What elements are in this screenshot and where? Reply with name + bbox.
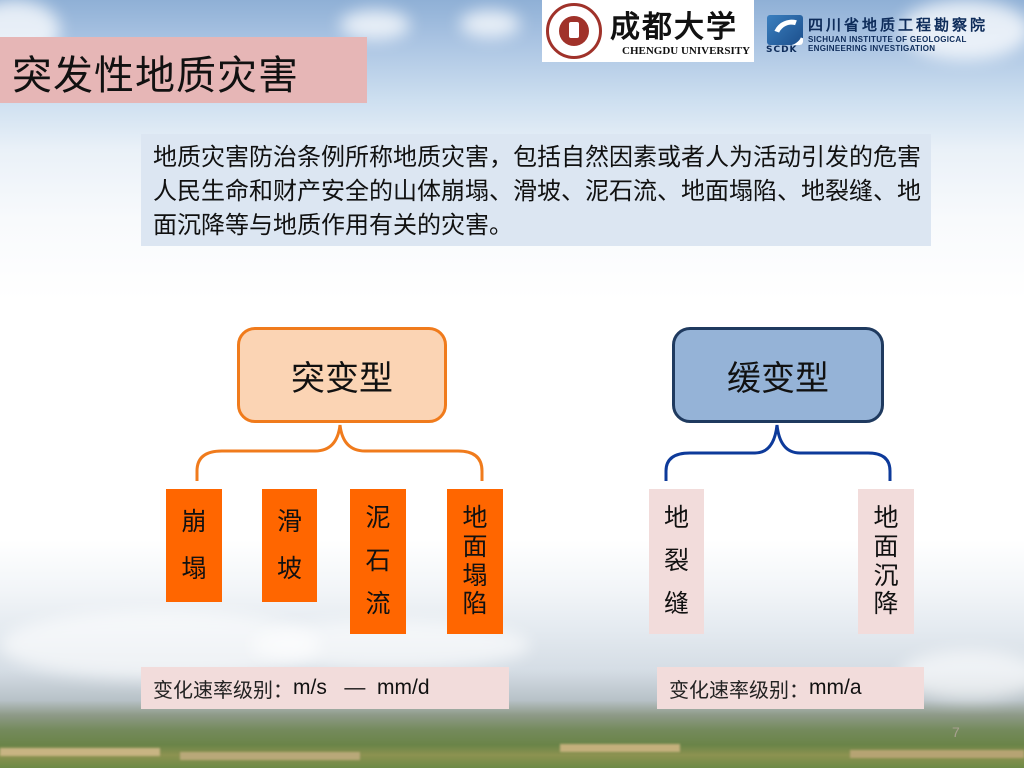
scdk-abbreviation: SCDK (766, 45, 798, 55)
landscape-field (180, 752, 360, 760)
scdk-name-en-line1: SICHUAN INSTITUTE OF GEOLOGICAL (808, 35, 967, 44)
slide-title: 突发性地质灾害 (12, 53, 299, 99)
university-seal-icon (546, 3, 602, 59)
background-cloud (460, 10, 520, 38)
hazard-ground-collapse: 地 面 塌 陷 (447, 489, 503, 634)
slide-title-banner: 突发性地质灾害 (0, 37, 367, 103)
category-sudden-type: 突变型 (237, 327, 447, 423)
category-label: 突变型 (291, 358, 393, 399)
hazard-char: 坡 (276, 553, 302, 583)
hazard-ground-subsidence: 地 面 沉 降 (858, 489, 914, 634)
hazard-char: 滑 (276, 506, 302, 536)
hazard-char: 面 (873, 531, 899, 561)
rate-label: 变化速率级别： (153, 677, 293, 702)
chengdu-university-logo: 成都大学 CHENGDU UNIVERSITY (542, 0, 754, 62)
rate-value: mm/a (809, 676, 862, 699)
page-number: 7 (952, 724, 960, 740)
hazard-landslide: 滑 坡 (262, 489, 317, 602)
hazard-char: 流 (365, 588, 391, 618)
hazard-char: 陷 (462, 589, 488, 619)
hazard-ground-fissure: 地 裂 缝 (649, 489, 704, 634)
definition-text: 地质灾害防治条例所称地质灾害，包括自然因素或者人为活动引发的危害人民生命和财产安… (153, 143, 921, 239)
hazard-char: 降 (873, 589, 899, 619)
hazard-char: 地 (462, 503, 488, 532)
hazard-char: 沉 (873, 560, 899, 590)
hazard-char: 塌 (462, 560, 488, 590)
scdk-name-en-line2: ENGINEERING INVESTIGATION (808, 44, 936, 53)
hazard-collapse: 崩 塌 (166, 489, 222, 602)
university-name-cn: 成都大学 (610, 10, 738, 45)
rate-value: m/s — mm/d (293, 676, 430, 699)
gradual-brace-connector (664, 424, 892, 481)
hazard-char: 崩 (181, 506, 207, 536)
scdk-emblem-icon (767, 15, 803, 45)
sudden-rate-box: 变化速率级别： m/s — mm/d (141, 667, 509, 709)
landscape-field (850, 750, 1024, 758)
hazard-debris-flow: 泥 石 流 (350, 489, 406, 634)
scdk-logo: SCDK 四川省地质工程勘察院 SICHUAN INSTITUTE OF GEO… (764, 12, 1024, 56)
background-cloud (340, 10, 410, 40)
hazard-char: 裂 (663, 546, 689, 576)
definition-box: 地质灾害防治条例所称地质灾害，包括自然因素或者人为活动引发的危害人民生命和财产安… (141, 134, 931, 246)
scdk-name-cn: 四川省地质工程勘察院 (808, 16, 989, 34)
category-label: 缓变型 (727, 358, 829, 399)
hazard-char: 地 (873, 503, 899, 532)
university-name-en: CHENGDU UNIVERSITY (622, 45, 751, 57)
hazard-char: 面 (462, 531, 488, 561)
sudden-brace-connector (195, 424, 484, 481)
landscape-field (0, 748, 160, 756)
hazard-char: 塌 (181, 553, 207, 583)
category-gradual-type: 缓变型 (672, 327, 884, 423)
hazard-char: 石 (365, 546, 391, 576)
hazard-char: 缝 (663, 588, 689, 618)
gradual-rate-box: 变化速率级别： mm/a (657, 667, 924, 709)
hazard-char: 泥 (365, 503, 391, 533)
landscape-field (560, 744, 680, 752)
background-cloud (900, 0, 1024, 60)
rate-label: 变化速率级别： (669, 677, 809, 702)
hazard-char: 地 (663, 503, 689, 533)
